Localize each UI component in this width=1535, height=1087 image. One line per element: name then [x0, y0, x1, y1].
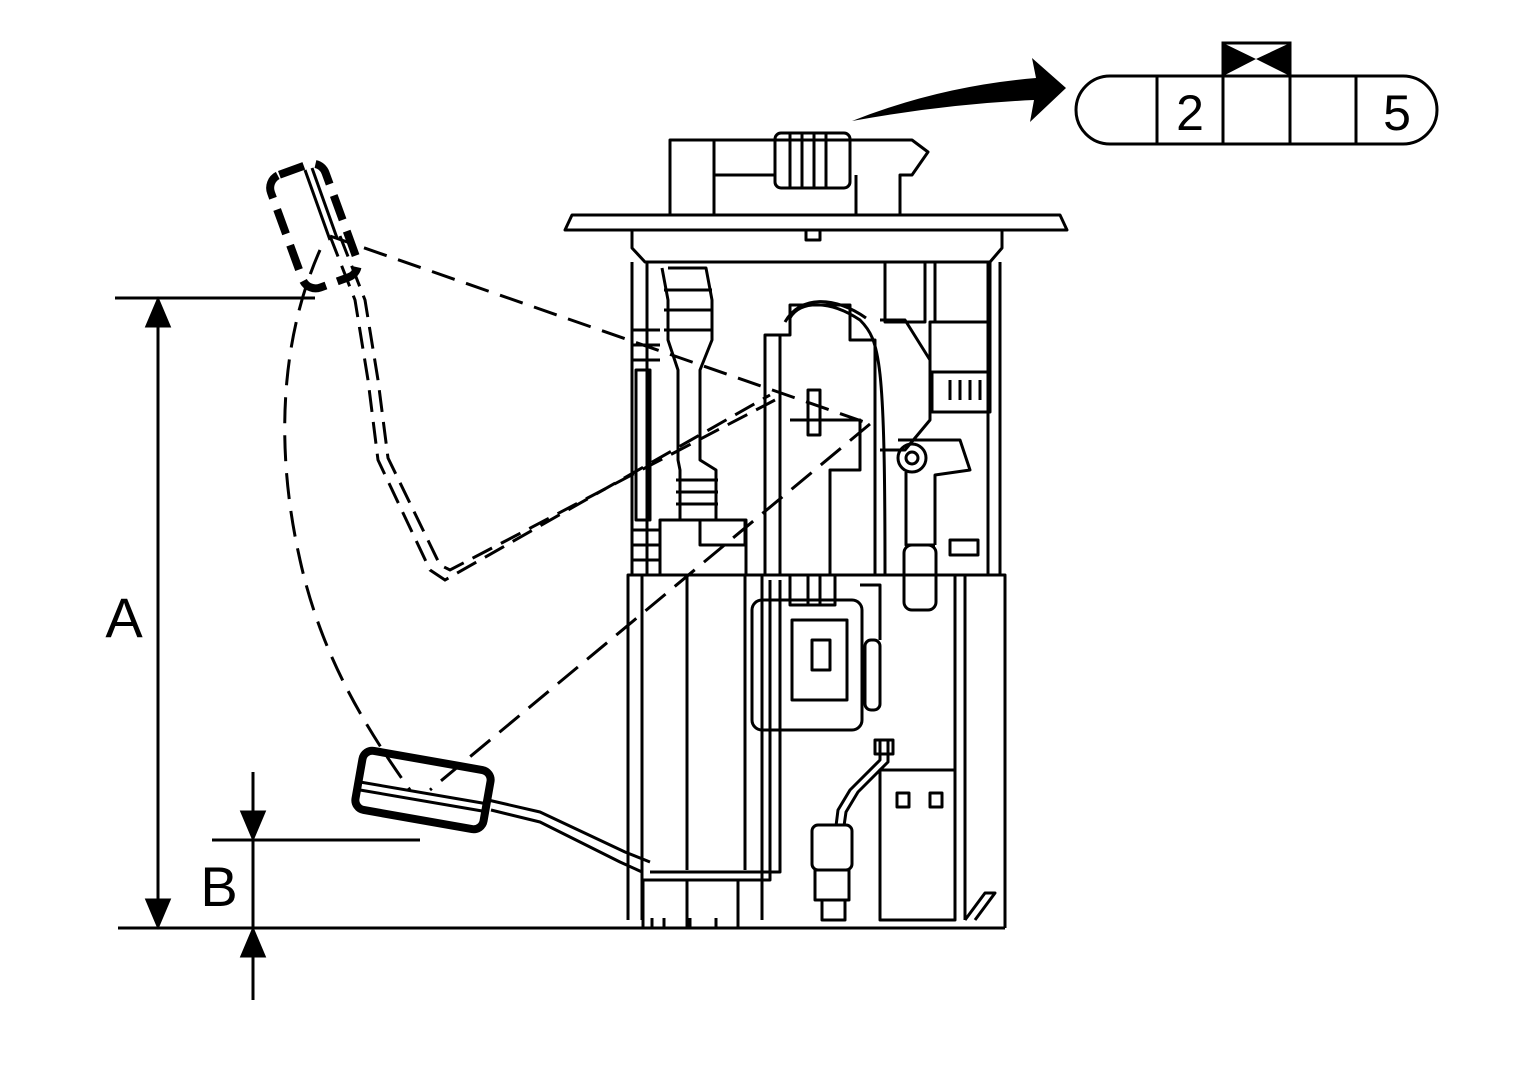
bowtie-key-icon — [1221, 41, 1292, 78]
float-swing-arc — [283, 249, 871, 792]
connector-face — [1074, 74, 1439, 146]
float-low-position — [351, 746, 495, 834]
dimension-b-label: B — [200, 855, 237, 918]
float-high-position — [266, 159, 871, 582]
connector-pin-5-label: 5 — [1383, 85, 1411, 141]
dimension-a-label: A — [105, 586, 143, 649]
dimension-a — [115, 296, 1005, 930]
curved-arrow-icon — [852, 58, 1066, 122]
connector-pin-2-label: 2 — [1176, 85, 1204, 141]
fuel-pump-module — [487, 131, 1069, 930]
dimension-b — [212, 772, 420, 1000]
